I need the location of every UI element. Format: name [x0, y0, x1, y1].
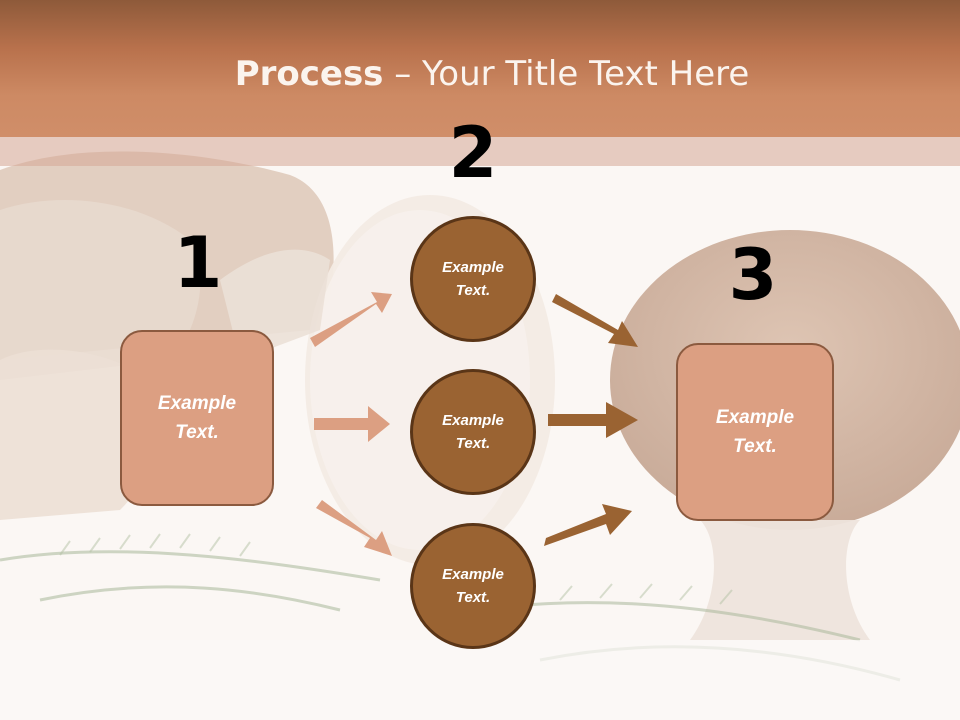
arrow-1-to-2b [314, 406, 390, 442]
title-bar [0, 0, 960, 137]
step-number-2: 2 [448, 112, 498, 194]
step-1-box: Example Text. [120, 330, 274, 506]
arrow-2c-to-3 [544, 504, 632, 546]
arrows-left-group [310, 292, 392, 556]
arrow-1-to-2a [310, 292, 392, 347]
step-2-circle-middle: Example Text. [410, 369, 536, 495]
step-3-text: Example Text. [715, 407, 795, 457]
step-number-1: 1 [173, 222, 223, 304]
arrow-2a-to-3 [552, 294, 638, 347]
slide-title: Process – Your Title Text Here [0, 52, 960, 96]
arrows-right-group [544, 294, 638, 546]
title-bold: Process [234, 54, 384, 94]
step-number-3: 3 [728, 234, 778, 316]
arrow-1-to-2c [316, 500, 392, 556]
title-rest: – Your Title Text Here [383, 54, 750, 94]
step-2-circle-top-text: Example Text. [442, 259, 504, 299]
step-1-text: Example Text. [157, 393, 237, 443]
step-2-circle-bottom: Example Text. [410, 523, 536, 649]
step-3-box: Example Text. [676, 343, 834, 521]
step-2-circle-middle-text: Example Text. [442, 412, 504, 452]
arrow-2b-to-3 [548, 402, 638, 438]
header-band [0, 137, 960, 166]
step-2-circle-top: Example Text. [410, 216, 536, 342]
step-2-circle-bottom-text: Example Text. [442, 566, 504, 606]
